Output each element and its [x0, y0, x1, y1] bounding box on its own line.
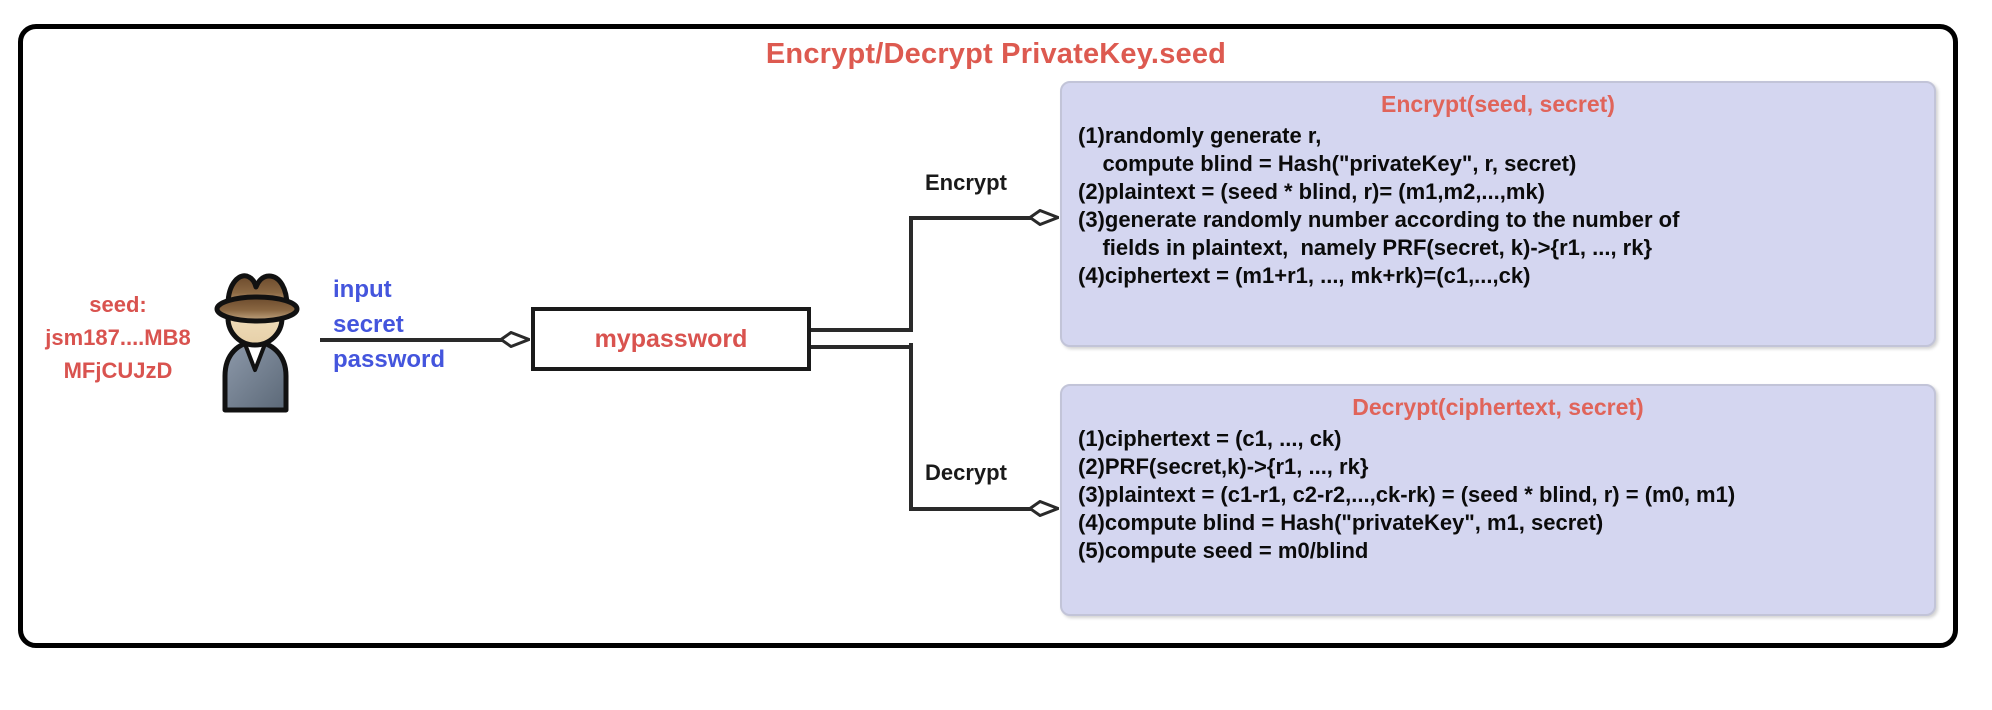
decrypt-step-3: (3)plaintext = (c1-r1, c2-r2,...,ck-rk) … — [1078, 482, 1736, 507]
connector-diamond-encrypt — [1027, 208, 1063, 227]
connector-encrypt-riser — [909, 216, 913, 332]
edge-label-decrypt: Decrypt — [925, 460, 1007, 485]
connector-password-trunk-lower — [811, 345, 913, 349]
seed-label-line-1: seed: — [89, 292, 147, 317]
decrypt-step-1: (1)ciphertext = (c1, ..., ck) — [1078, 426, 1342, 451]
connector-actor-to-password — [320, 338, 506, 342]
seed-label-line-3: MFjCUJzD — [63, 358, 173, 383]
encrypt-step-1b: compute blind = Hash("privateKey", r, se… — [1078, 151, 1577, 176]
connector-password-trunk-upper — [811, 328, 913, 332]
connector-diamond-decrypt — [1027, 499, 1063, 518]
encrypt-step-2: (2)plaintext = (seed * blind, r)= (m1,m2… — [1078, 179, 1546, 204]
encrypt-step-3b: fields in plaintext, namely PRF(secret, … — [1078, 235, 1653, 260]
decrypt-panel-title: Decrypt(ciphertext, secret) — [1352, 394, 1644, 420]
connector-diamond-input — [498, 330, 534, 349]
decrypt-step-5: (5)compute seed = m0/blind — [1078, 538, 1369, 563]
decrypt-panel-body: (1)ciphertext = (c1, ..., ck) (2)PRF(sec… — [1062, 425, 1934, 565]
connector-encrypt-run — [909, 216, 1056, 220]
input-edge-label-line-3: password — [333, 346, 446, 373]
decrypt-step-2: (2)PRF(secret,k)->{r1, ..., rk} — [1078, 454, 1369, 479]
encrypt-step-1: (1)randomly generate r, — [1078, 123, 1322, 148]
password-node[interactable]: mypassword — [531, 307, 811, 371]
input-edge-label-line-1: input — [333, 276, 392, 303]
encrypt-panel: Encrypt(seed, secret) (1)randomly genera… — [1060, 81, 1936, 347]
input-edge-label-line-2: secret — [333, 311, 404, 338]
encrypt-step-4: (4)ciphertext = (m1+r1, ..., mk+rk)=(c1,… — [1078, 263, 1531, 288]
input-edge-label: input secret password — [333, 272, 445, 377]
connector-decrypt-riser — [909, 343, 913, 511]
decrypt-panel: Decrypt(ciphertext, secret) (1)ciphertex… — [1060, 384, 1936, 616]
decrypt-step-4: (4)compute blind = Hash("privateKey", m1… — [1078, 510, 1604, 535]
seed-label-line-2: jsm187....MB8 — [45, 325, 191, 350]
connector-decrypt-run — [909, 507, 1056, 511]
encrypt-panel-title: Encrypt(seed, secret) — [1381, 91, 1615, 117]
encrypt-panel-body: (1)randomly generate r, compute blind = … — [1062, 122, 1934, 290]
page-title: Encrypt/Decrypt PrivateKey.seed — [765, 38, 1227, 70]
person-with-hat-icon — [203, 258, 308, 413]
seed-label: seed: jsm187....MB8 MFjCUJzD — [18, 288, 218, 387]
encrypt-step-3: (3)generate randomly number according to… — [1078, 207, 1680, 232]
edge-label-encrypt: Encrypt — [925, 170, 1007, 195]
